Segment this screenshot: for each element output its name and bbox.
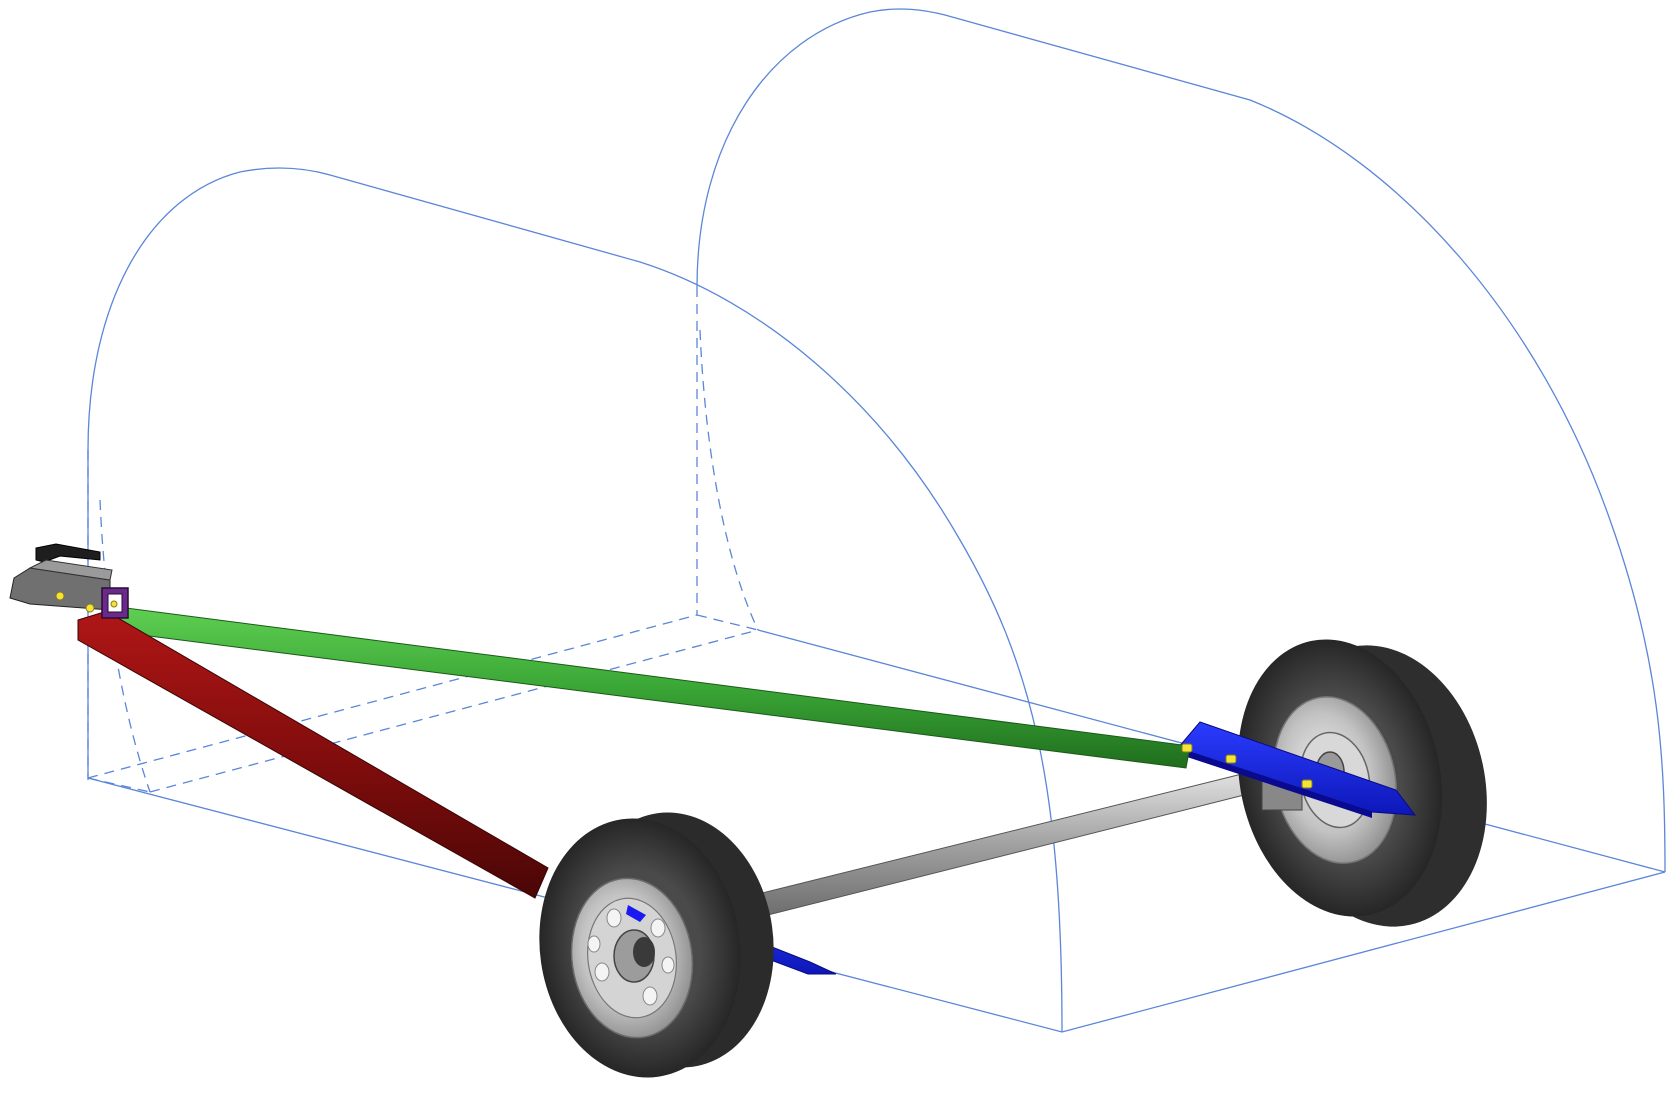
near-hub-blue (626, 905, 646, 922)
hidden-floor-3 (696, 614, 759, 631)
far-bracket-bolts (1181, 743, 1313, 789)
coupler-body-top (28, 559, 113, 581)
rear-profile-arc (696, 8, 1666, 873)
far-bracket (1177, 721, 1417, 818)
near-wheel (539, 812, 774, 1078)
bolt (1225, 754, 1237, 764)
axle-bar (741, 771, 1257, 921)
front-profile-arc (87, 167, 1063, 1033)
bolt (1181, 743, 1193, 753)
hidden-rear-curve (699, 329, 759, 631)
hidden-floor-4 (87, 777, 151, 793)
hidden-lines (87, 287, 759, 793)
coupler-handle (35, 543, 101, 563)
far-bracket-edge (1178, 748, 1372, 818)
hidden-floor-1 (87, 614, 698, 779)
coupler-bolts (55, 591, 118, 613)
coupler-assembly (9, 543, 129, 619)
near-rim-holes (587, 908, 675, 1006)
base-outline (87, 777, 1666, 1033)
body-outline (87, 8, 1666, 1033)
near-hub-cap (633, 937, 655, 967)
far-bracket-plate (1177, 721, 1417, 816)
axle (741, 771, 1257, 921)
bolt (1301, 779, 1313, 789)
hidden-floor-2 (149, 629, 759, 793)
